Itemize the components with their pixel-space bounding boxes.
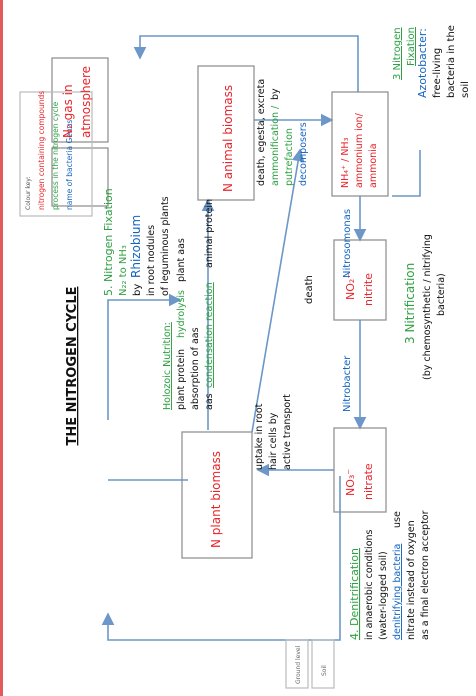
plant-biomass-box bbox=[181, 431, 253, 559]
holozoic-title: Holozoic Nutrition: bbox=[162, 322, 173, 410]
denitrification-genus-tail: use bbox=[392, 511, 403, 528]
holozoic-l1b: plant aas bbox=[176, 238, 187, 282]
denitrification-note: 4. Denitrification in anaerobic conditio… bbox=[348, 510, 431, 640]
colour-key: Colour key: nitrogen containing compound… bbox=[25, 91, 74, 210]
boxes bbox=[19, 57, 389, 689]
fixation-rhizobium: 5. Nitrogen Fixation N₂₂ to NH₃ by Rhizo… bbox=[102, 188, 171, 296]
holozoic-l3-process: condensation reaction bbox=[204, 282, 215, 388]
arrow-plant-death bbox=[251, 148, 305, 433]
nitrite-name: nitrite bbox=[362, 273, 375, 306]
death-label: death bbox=[304, 275, 315, 304]
nitrite-content: NO₂⁻ nitrite bbox=[344, 273, 375, 306]
ammonium-line-3: ammonia bbox=[368, 143, 379, 188]
nitrate-formula: NO₃⁻ bbox=[344, 469, 357, 496]
holozoic-l1-process: hydrolysis bbox=[176, 290, 187, 338]
uptake-note: uptake in root hair cells by active tran… bbox=[254, 394, 293, 470]
ammonium-box bbox=[331, 91, 389, 197]
colour-key-heading: Colour key: bbox=[25, 177, 32, 210]
nitrite-formula: NO₂⁻ bbox=[344, 273, 357, 300]
holozoic-l3b: animal protein bbox=[204, 199, 215, 268]
soil-box bbox=[311, 639, 335, 689]
uptake-line-1: uptake in root bbox=[254, 403, 265, 470]
ammonium-content: NH₄⁺ / NH₃ ammonium ion/ ammonia bbox=[340, 112, 379, 188]
denitrification-title: 4. Denitrification bbox=[348, 548, 361, 640]
denitrification-line-2: (water-logged soil) bbox=[378, 551, 389, 640]
colour-key-box bbox=[19, 91, 93, 217]
holozoic-l2: absorption of aas bbox=[190, 327, 201, 410]
nitrification-title: 3 Nitrification bbox=[403, 263, 417, 344]
uptake-line-2: hair cells by bbox=[268, 412, 279, 470]
fixation-line-2: of leguminous plants bbox=[160, 196, 171, 296]
arrow-denitrification-loop bbox=[101, 476, 341, 641]
atmosphere-line-1: N₂ gas in bbox=[61, 84, 75, 138]
denitrification-genus: denitrifying bacteria bbox=[392, 544, 403, 640]
by-decomposers-1: by bbox=[270, 88, 281, 100]
arrow-fixation-into-plant bbox=[107, 293, 182, 420]
cycle-arrows bbox=[101, 35, 421, 641]
nitrification-line-2: bacteria) bbox=[436, 273, 447, 316]
death-egesta-excreta: death, egesta, excreta bbox=[256, 79, 267, 186]
page-margin-line bbox=[0, 0, 3, 696]
azotobacter-genus: Azotobacter: bbox=[416, 28, 429, 98]
nitrate-box bbox=[333, 427, 387, 513]
fixation-by: by bbox=[132, 284, 143, 296]
nitrobacter-label: Nitrobacter bbox=[342, 355, 353, 412]
fixation-azotobacter: 3 Nitrogen Fixation Azotobacter: free-li… bbox=[392, 25, 471, 98]
page-title: THE NITROGEN CYCLE bbox=[65, 287, 80, 446]
fixation-box bbox=[51, 147, 109, 207]
ammonification-line-1: ammonification / bbox=[270, 105, 281, 186]
arrow-top-loop bbox=[133, 35, 359, 92]
nitrification-note: 3 Nitrification (by chemosynthetic / nit… bbox=[403, 234, 447, 380]
nitrate-name: nitrate bbox=[362, 463, 375, 500]
ground-level-box bbox=[285, 639, 309, 689]
uptake-line-3: active transport bbox=[282, 394, 293, 470]
azotobacter-title-1: 3 Nitrogen bbox=[392, 27, 403, 80]
ammonification-line-2: putrefaction bbox=[284, 128, 295, 186]
nitrite-box bbox=[333, 239, 387, 321]
atmosphere-label: N₂ gas in atmosphere bbox=[61, 66, 93, 138]
fixation-title: 5. Nitrogen Fixation bbox=[102, 188, 115, 296]
fixation-sub: N₂₂ to NH₃ bbox=[118, 245, 129, 296]
ammonium-line-1: NH₄⁺ / NH₃ bbox=[340, 137, 351, 188]
holozoic-nutrition: Holozoic Nutrition: plant protein hydrol… bbox=[162, 199, 215, 410]
fixation-genus: Rhizobium bbox=[129, 215, 143, 278]
atmosphere-box bbox=[51, 57, 109, 143]
azotobacter-title-2: Fixation bbox=[406, 27, 417, 66]
nitrosomonas-label: Nitrosomonas bbox=[342, 209, 353, 278]
colour-key-line-2: process in the nitrogen cycle bbox=[51, 101, 60, 210]
ammonium-line-2: ammonium ion/ bbox=[354, 112, 365, 188]
ground-level-label: Ground level bbox=[295, 645, 302, 684]
decomposition-note: death, egesta, excreta ammonification / … bbox=[256, 79, 309, 186]
azotobacter-line-2: bacteria in the bbox=[446, 25, 457, 98]
plant-biomass-label: N plant biomass bbox=[209, 451, 223, 548]
by-decomposers-2: decomposers bbox=[298, 122, 309, 186]
holozoic-l3a: aas bbox=[204, 393, 215, 410]
fixation-line-1: in root nodules bbox=[146, 225, 157, 296]
denitrification-line-4: as a final electron acceptor bbox=[420, 510, 431, 640]
nitrification-line-1: (by chemosynthetic / nitrifying bbox=[422, 234, 433, 380]
holozoic-l1a: plant protein bbox=[176, 349, 187, 410]
azotobacter-line-1: free-living bbox=[432, 48, 443, 98]
atmosphere-line-2: atmosphere bbox=[79, 66, 93, 138]
azotobacter-line-3: soil bbox=[460, 81, 471, 98]
nitrate-content: NO₃⁻ nitrate bbox=[344, 463, 375, 500]
soil-label: Soil bbox=[321, 665, 328, 676]
denitrification-line-1: in anaerobic conditions bbox=[364, 529, 375, 640]
colour-key-line-3: name of bacteria Genus bbox=[65, 120, 74, 210]
arrow-azotobacter bbox=[392, 150, 421, 197]
animal-biomass-box bbox=[197, 65, 255, 201]
denitrification-line-3: nitrate instead of oxygen bbox=[406, 520, 417, 640]
colour-key-line-1: nitrogen containing compounds bbox=[37, 91, 46, 210]
animal-biomass-label: N animal biomass bbox=[221, 85, 235, 192]
